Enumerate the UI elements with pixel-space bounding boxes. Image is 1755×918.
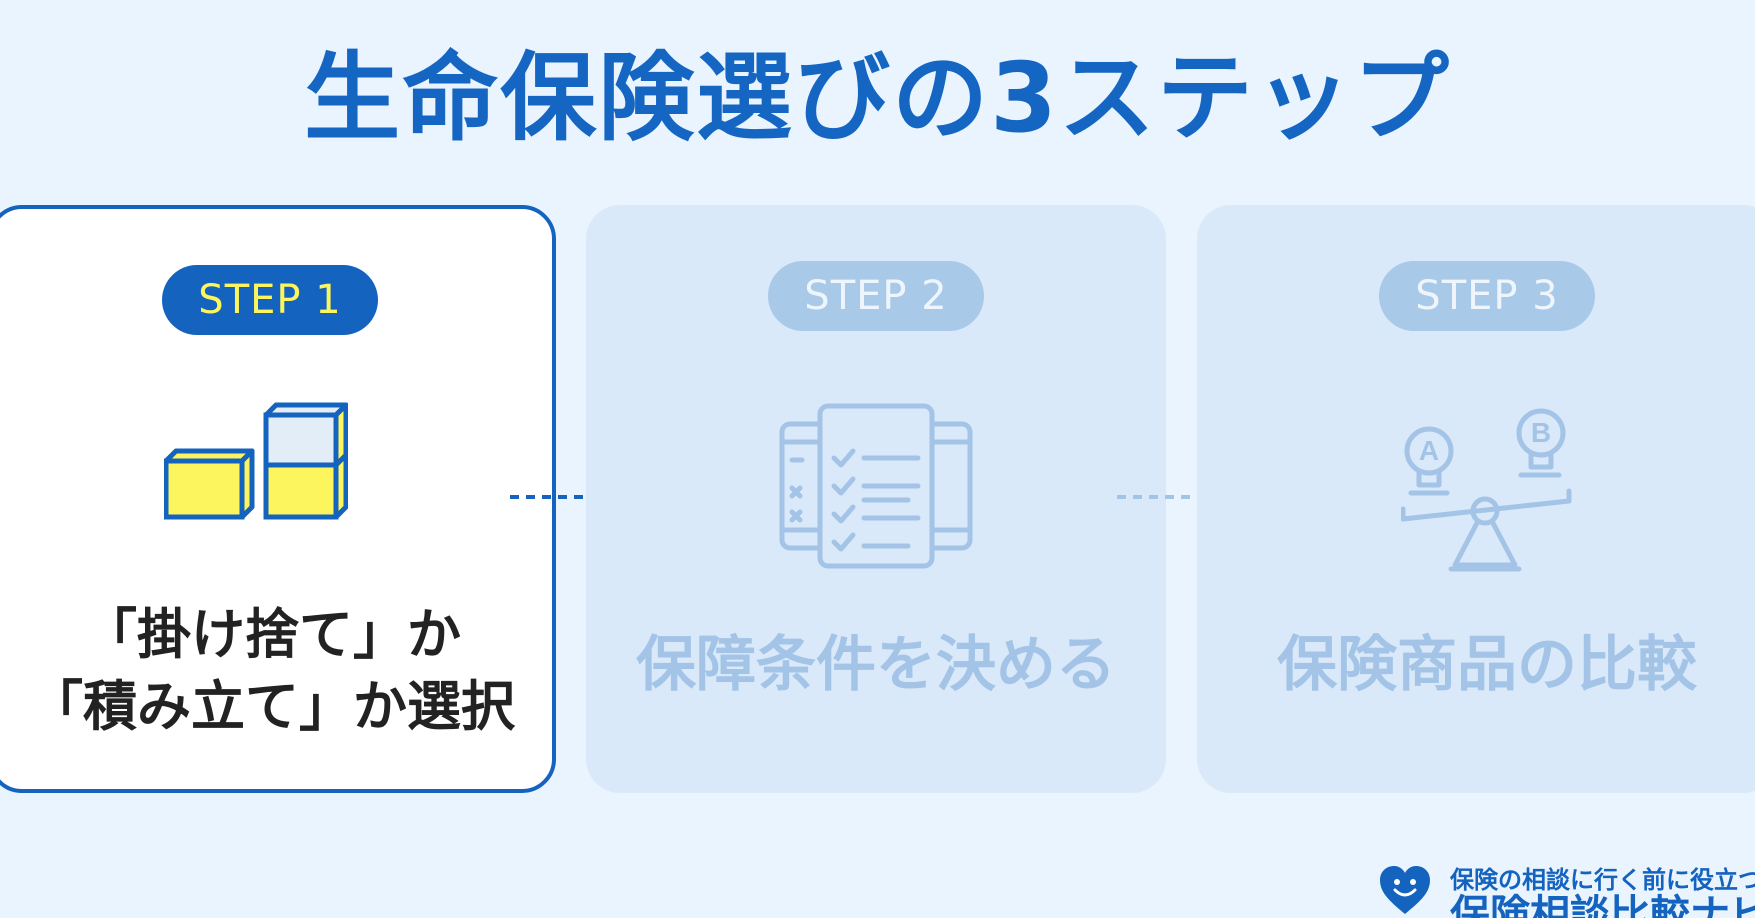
step-1-card: STEP 1 「掛け捨て」か 「積み立て」か選択: [0, 205, 556, 793]
step-2-card: STEP 2 保障条件を決める: [586, 205, 1166, 793]
step-3-badge: STEP 3: [1379, 261, 1595, 331]
step-2-badge: STEP 2: [768, 261, 984, 331]
stacked-boxes-icon: [164, 402, 348, 520]
step-3-card: STEP 3 A B 保険商品の比較: [1197, 205, 1755, 793]
brand-tagline: 保険の相談に行く前に役立つ: [1450, 866, 1755, 894]
svg-text:A: A: [1419, 435, 1439, 466]
step-2-label: 保障条件を決める: [636, 630, 1116, 700]
step-1-label: 「掛け捨て」か 「積み立て」か選択: [0, 599, 552, 743]
step-1-badge: STEP 1: [162, 265, 378, 335]
brand-logo: 保険の相談に行く前に役立つ 保険相談比較ナビ: [1378, 860, 1755, 918]
svg-text:B: B: [1531, 417, 1551, 448]
step-3-label: 保険商品の比較: [1277, 630, 1697, 700]
checklist-document-icon: [779, 403, 973, 569]
step-1-label-line-1: 「掛け捨て」か: [83, 603, 461, 666]
step-1-label-line-2: 「積み立て」か選択: [29, 675, 515, 738]
page-title: 生命保険選びの3ステップ: [304, 42, 1451, 154]
heart-smile-icon: [1380, 866, 1430, 914]
balance-scale-ab-icon: A B: [1401, 408, 1572, 572]
brand-name: 保険相談比較ナビ: [1450, 892, 1755, 918]
